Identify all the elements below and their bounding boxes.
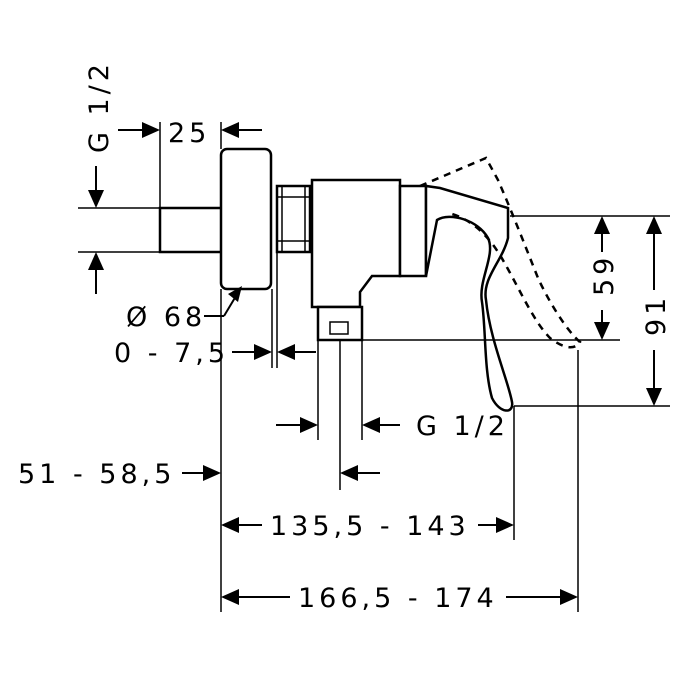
dim-height-small: 59 [589, 254, 620, 296]
dimension-lines [88, 122, 662, 605]
dim-wall-projection: 51 - 58,5 [18, 459, 175, 490]
dim-thread-inlet: G 1/2 [84, 60, 115, 153]
outlet-fitting [316, 305, 364, 342]
dim-thread-outlet: G 1/2 [416, 411, 509, 442]
dim-rosette-diameter: Ø 68 [126, 302, 206, 333]
dim-wall-adjust: 0 - 7,5 [114, 338, 229, 369]
inlet-pipe [158, 206, 224, 254]
dim-lever-open-length: 166,5 - 174 [298, 583, 498, 614]
valve-neck [398, 184, 428, 278]
extension-lines [78, 122, 670, 612]
main-housing [310, 178, 402, 309]
lever-handle [424, 184, 514, 412]
mixer-body [158, 147, 514, 412]
wall-rosette [219, 147, 273, 291]
dim-body-offset: 25 [168, 118, 210, 149]
lever-open-position [419, 156, 582, 349]
dim-lever-length: 135,5 - 143 [270, 511, 470, 542]
dim-height-large: 91 [641, 294, 672, 336]
